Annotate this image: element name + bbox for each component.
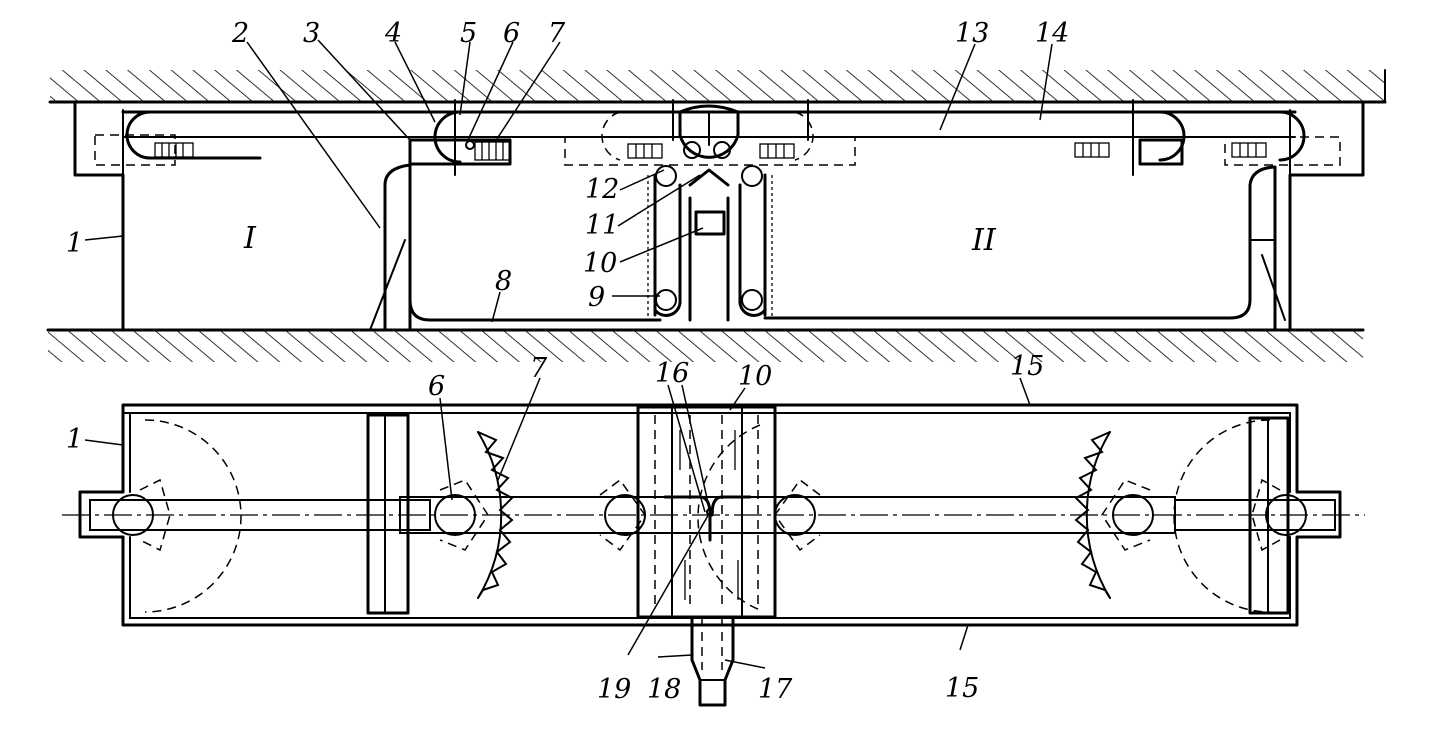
callout-3: 3	[303, 18, 320, 49]
callout-14: 14	[1035, 18, 1069, 49]
block-10-section	[694, 210, 726, 236]
outlet-nozzle	[690, 615, 735, 707]
callout-1-top: 1	[66, 228, 83, 259]
callout-6-top: 6	[503, 18, 520, 49]
callout-4: 4	[384, 18, 402, 49]
callout-labels: 1 2 3 4 5 6 7 13 14 12 11 10 9 8 1 6 7 1…	[66, 18, 1069, 705]
callout-5: 5	[460, 18, 477, 49]
left-spring	[154, 142, 194, 158]
leader-lines	[84, 39, 1053, 669]
callout-15-bottom: 15	[945, 673, 979, 704]
callout-19: 19	[597, 674, 631, 705]
callout-9: 9	[588, 282, 605, 313]
section-view	[46, 69, 1387, 362]
callout-10-top: 10	[583, 248, 617, 279]
callout-12: 12	[585, 174, 619, 205]
housing-plan	[78, 403, 1342, 627]
left-partition	[383, 163, 412, 332]
left-tube	[653, 173, 682, 317]
central-column	[636, 405, 777, 619]
callout-17: 17	[758, 674, 793, 705]
chamber-labels: I II	[243, 221, 997, 258]
callout-8: 8	[495, 266, 512, 297]
callout-16: 16	[655, 358, 689, 389]
right-partition	[1248, 165, 1277, 332]
floor-hatch	[48, 330, 1363, 362]
chamber-floor	[408, 298, 662, 322]
central-hub	[678, 104, 740, 159]
callout-15-top: 15	[1010, 351, 1044, 382]
callout-10-bottom: 10	[738, 361, 772, 392]
chamber-II-label: II	[971, 223, 997, 258]
housing-section	[73, 100, 1365, 332]
callout-11: 11	[585, 210, 619, 241]
callout-18: 18	[647, 674, 681, 705]
ceiling-hatch	[50, 70, 1385, 102]
callout-1-bottom: 1	[66, 424, 83, 455]
callout-7-top: 7	[548, 18, 566, 49]
callout-13: 13	[955, 18, 989, 49]
left-plate	[366, 413, 410, 615]
plan-view	[62, 403, 1365, 707]
callout-6-bottom: 6	[428, 371, 445, 402]
rack-7-section	[474, 141, 511, 161]
callout-2: 2	[231, 18, 249, 49]
callout-7-bottom: 7	[530, 353, 548, 384]
right-tube	[738, 173, 767, 317]
chamber-I-label: I	[243, 221, 257, 256]
left-shaft	[89, 499, 431, 531]
